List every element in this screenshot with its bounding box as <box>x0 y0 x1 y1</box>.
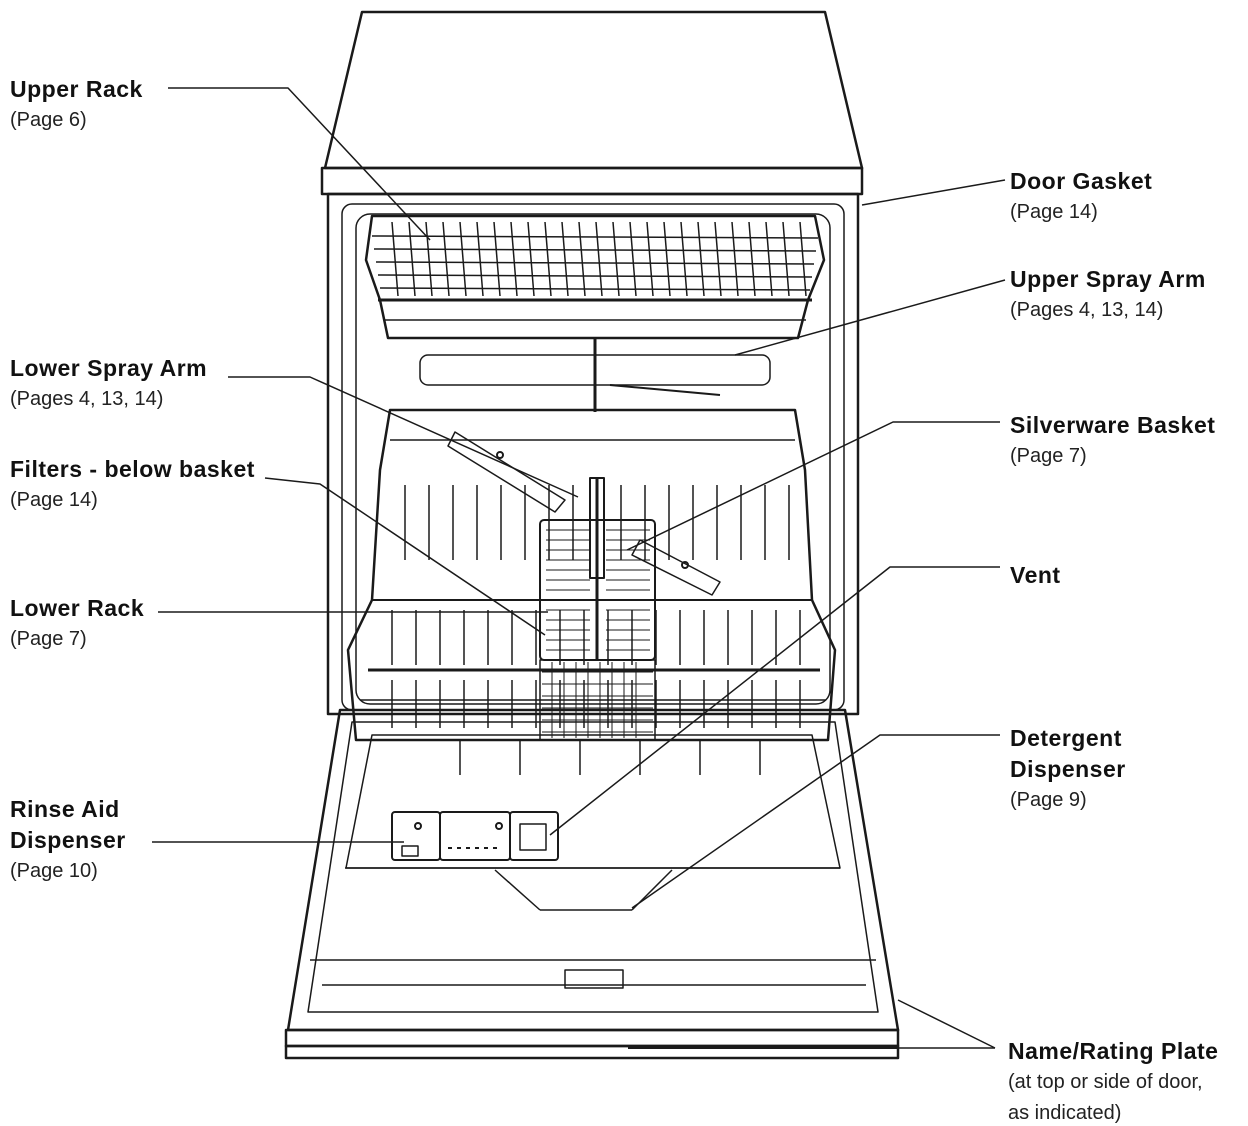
upper-rack-tine <box>544 221 552 297</box>
label-lower-rack-name: Lower Rack <box>10 595 145 621</box>
upper-rack-tine <box>442 221 450 297</box>
label-rinse-aid-dispenser-ref: (Page 10) <box>10 860 98 882</box>
lower-rack <box>346 408 837 775</box>
upper-rack-tine <box>391 221 399 297</box>
silverware-basket <box>539 477 656 741</box>
leader-silverware-basket <box>626 421 1000 551</box>
label-detergent-dispenser-ref: (Page 9) <box>1010 789 1087 811</box>
label-rinse-aid-dispenser-name: Rinse Aid Dispenser <box>10 796 126 853</box>
upper-rack-tine <box>629 221 637 297</box>
leader-upper-rack <box>168 87 431 241</box>
door-gasket-outline <box>341 203 845 711</box>
label-door-gasket: Door Gasket (Page 14) <box>1010 166 1152 228</box>
top-trim <box>320 166 864 196</box>
label-lower-spray-arm-ref: (Pages 4, 13, 14) <box>10 388 164 410</box>
leader-vent <box>549 566 1000 836</box>
label-silverware-basket-ref: (Page 7) <box>1010 445 1087 467</box>
upper-rack-tine <box>510 221 518 297</box>
label-upper-spray-arm-ref: (Pages 4, 13, 14) <box>1010 299 1164 321</box>
leader-lines <box>152 87 1006 1049</box>
label-silverware-basket-name: Silverware Basket <box>1010 412 1216 438</box>
upper-rack-tine <box>782 221 790 297</box>
label-lower-spray-arm: Lower Spray Arm (Pages 4, 13, 14) <box>10 353 207 415</box>
dispenser-assembly <box>391 811 559 861</box>
label-silverware-basket: Silverware Basket (Page 7) <box>1010 410 1215 472</box>
leader-filters <box>264 477 546 636</box>
upper-rack-wire <box>379 287 811 291</box>
label-door-gasket-ref: (Page 14) <box>1010 201 1098 223</box>
upper-rack-tine <box>697 221 705 297</box>
label-vent: Vent <box>1010 560 1061 591</box>
upper-rack-tine <box>493 221 501 297</box>
upper-rack <box>364 214 826 340</box>
upper-rack-tine <box>527 221 535 297</box>
upper-rack-tine <box>799 221 807 297</box>
leader-detergent-dispenser <box>631 734 1000 909</box>
label-name-rating-plate-name: Name/Rating Plate <box>1008 1038 1219 1064</box>
label-rinse-aid-dispenser: Rinse Aid Dispenser (Page 10) <box>10 794 126 887</box>
label-filters: Filters - below basket (Page 14) <box>10 454 255 516</box>
upper-rack-tine <box>595 221 603 297</box>
label-lower-spray-arm-name: Lower Spray Arm <box>10 355 208 381</box>
label-upper-rack: Upper Rack (Page 6) <box>10 74 143 136</box>
upper-rack-tine <box>680 221 688 297</box>
upper-rack-wire <box>371 235 819 239</box>
upper-rack-tine <box>476 221 484 297</box>
label-filters-ref: (Page 14) <box>10 489 98 511</box>
upper-rack-wire <box>373 248 817 252</box>
label-vent-name: Vent <box>1010 562 1061 588</box>
upper-rack-tine <box>748 221 756 297</box>
upper-rack-tine <box>578 221 586 297</box>
label-name-rating-plate-ref: (at top or side of door, as indicated) <box>1008 1071 1203 1124</box>
countertop-panel <box>323 10 864 170</box>
tub-outer <box>326 192 860 716</box>
leader-rating-plate-top <box>897 999 996 1049</box>
upper-rack-tine <box>459 221 467 297</box>
upper-rack-wire <box>377 274 813 278</box>
upper-spray-arm <box>419 338 771 412</box>
leader-door-gasket <box>861 179 1006 206</box>
upper-rack-tine <box>646 221 654 297</box>
label-upper-spray-arm: Upper Spray Arm (Pages 4, 13, 14) <box>1010 264 1206 326</box>
upper-rack-tine <box>425 221 433 297</box>
label-lower-rack-ref: (Page 7) <box>10 628 87 650</box>
upper-rack-tine <box>663 221 671 297</box>
label-filters-name: Filters - below basket <box>10 456 255 482</box>
label-name-rating-plate: Name/Rating Plate (at top or side of doo… <box>1008 1036 1218 1126</box>
leader-lower-spray-arm <box>228 376 579 498</box>
label-upper-spray-arm-name: Upper Spray Arm <box>1010 266 1206 292</box>
tub-inner <box>355 213 831 705</box>
upper-rack-tine <box>612 221 620 297</box>
label-door-gasket-name: Door Gasket <box>1010 168 1153 194</box>
label-upper-rack-ref: (Page 6) <box>10 109 87 131</box>
label-upper-rack-name: Upper Rack <box>10 76 143 102</box>
leader-upper-spray-arm <box>734 279 1006 356</box>
upper-rack-tine <box>765 221 773 297</box>
label-detergent-dispenser-name: Detergent Dispenser <box>1010 725 1126 782</box>
open-door <box>284 708 900 1060</box>
upper-rack-tine <box>731 221 739 297</box>
upper-rack-tine <box>408 221 416 297</box>
upper-rack-tine <box>561 221 569 297</box>
upper-rack-tine <box>714 221 722 297</box>
upper-rack-wire <box>375 261 815 265</box>
label-lower-rack: Lower Rack (Page 7) <box>10 593 144 655</box>
label-detergent-dispenser: Detergent Dispenser (Page 9) <box>1010 723 1126 816</box>
